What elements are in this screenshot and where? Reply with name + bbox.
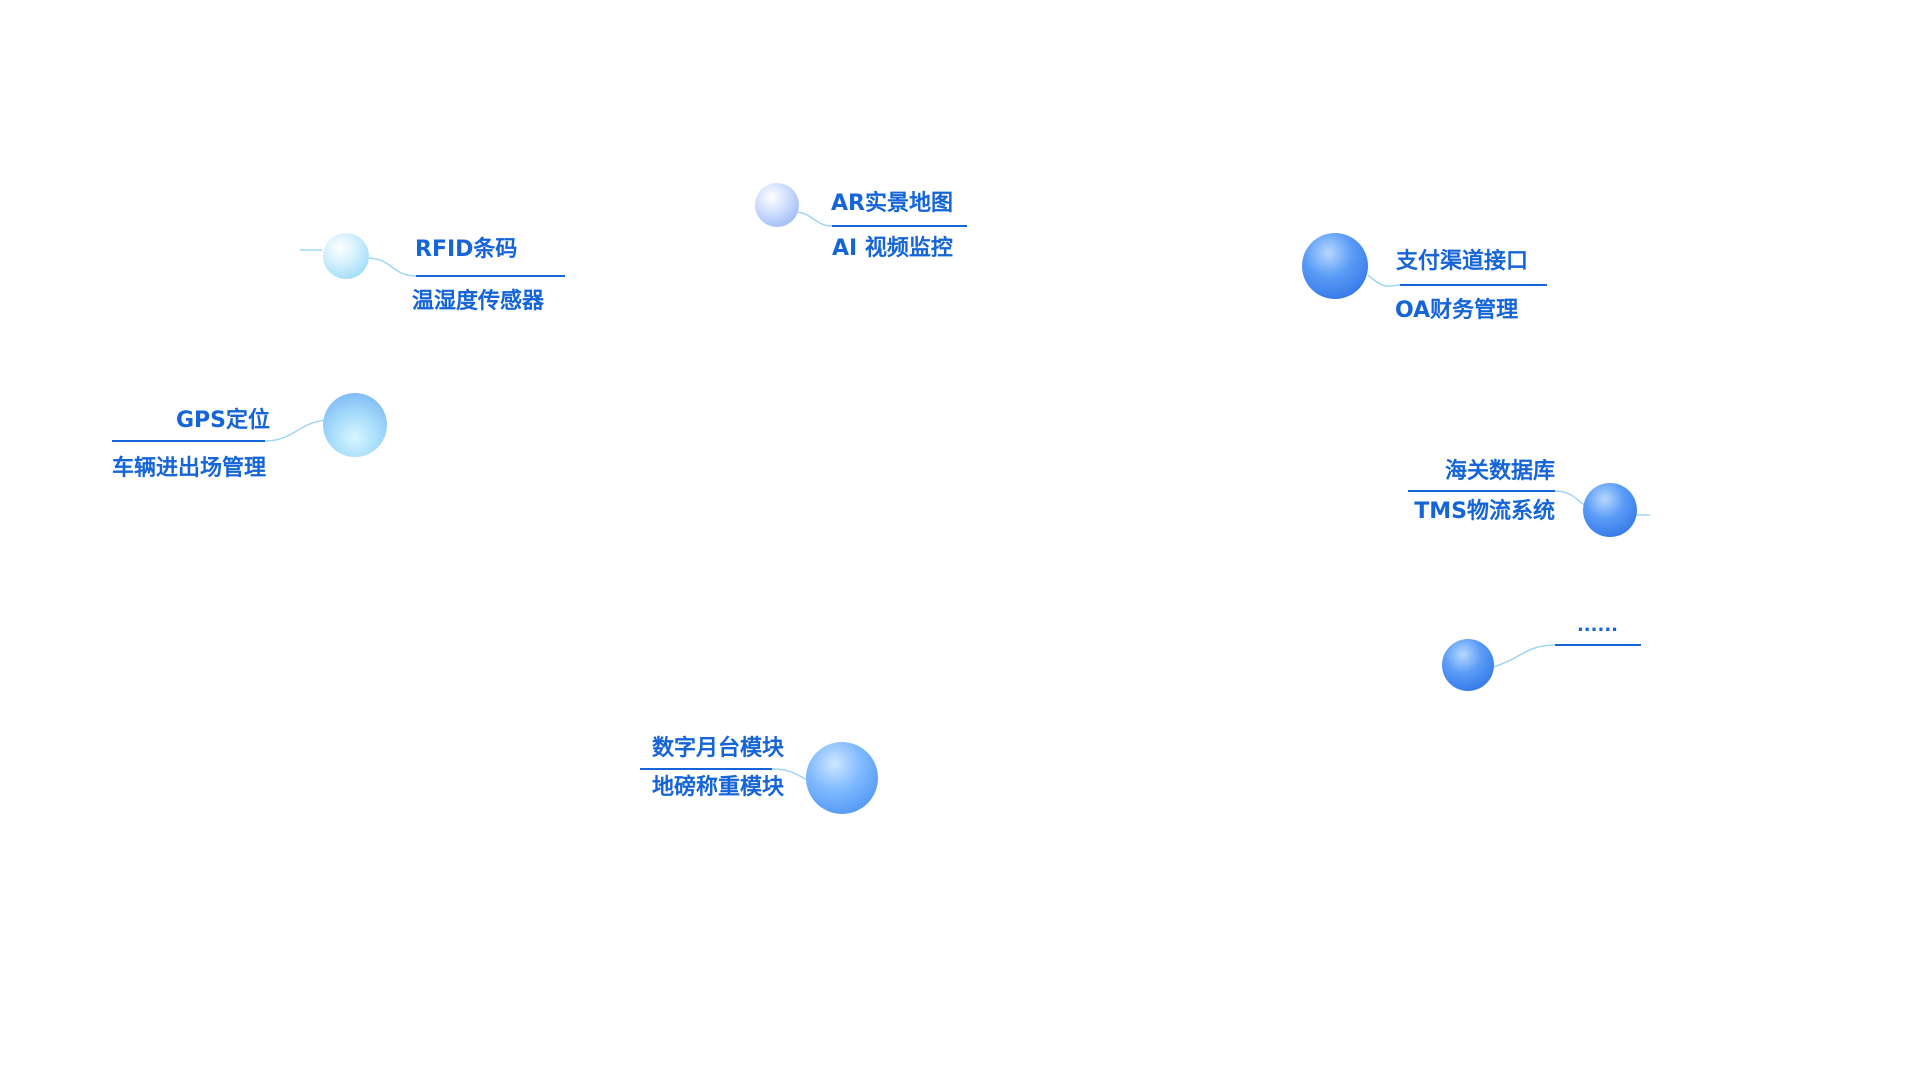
sphere-deep-icon — [1302, 233, 1368, 299]
sphere-deep-icon — [1442, 639, 1494, 691]
node-label-ai-video: AI 视频监控 — [832, 236, 953, 261]
node-ar — [755, 183, 967, 227]
node-label-tms: TMS物流系统 — [1414, 499, 1555, 524]
sphere-light-icon — [323, 393, 387, 457]
node-label-payment: 支付渠道接口 — [1396, 249, 1529, 274]
connector-line — [1367, 274, 1547, 287]
node-label-ar-map: AR实景地图 — [831, 191, 953, 216]
sphere-pale-icon — [323, 233, 369, 279]
connector-line — [366, 257, 565, 277]
node-label-weighbridge: 地磅称重模块 — [651, 775, 784, 800]
node-label-vehicle: 车辆进出场管理 — [112, 456, 267, 481]
sphere-mid-icon — [806, 742, 878, 814]
node-label-rfid: RFID条码 — [415, 237, 518, 262]
node-customs — [1408, 483, 1650, 537]
sphere-lavender-icon — [755, 183, 799, 227]
node-label-customs: 海关数据库 — [1444, 459, 1555, 484]
connector-line — [794, 211, 967, 227]
node-label-platform: 数字月台模块 — [651, 736, 784, 761]
node-label-gps: GPS定位 — [175, 408, 270, 433]
node-gps — [112, 393, 387, 457]
node-rfid — [300, 233, 565, 279]
connector-line — [640, 768, 809, 781]
node-pay — [1302, 233, 1547, 299]
node-label-sensor: 温湿度传感器 — [412, 289, 545, 314]
node-platform — [640, 742, 878, 814]
node-label-more: ...... — [1576, 615, 1618, 636]
sphere-deep-icon — [1583, 483, 1637, 537]
connector-line — [1489, 644, 1641, 669]
connector-line — [112, 419, 331, 442]
node-label-oa: OA财务管理 — [1395, 298, 1519, 323]
node-more — [1442, 639, 1641, 691]
